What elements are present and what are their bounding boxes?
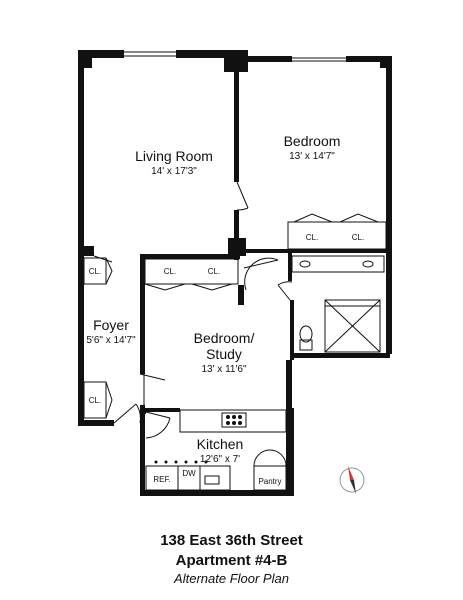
kitchen-label: Kitchen <box>197 436 244 452</box>
window-lines <box>124 51 346 433</box>
dishwasher-label: DW <box>182 469 196 478</box>
walls <box>78 50 392 496</box>
refrigerator-label: REF. <box>153 475 170 484</box>
pantry-label: Pantry <box>258 477 281 486</box>
foyer-dims: 5'6" x 14'7" <box>86 335 136 346</box>
bathroom-fixtures <box>291 255 385 353</box>
plan-subtitle: Alternate Floor Plan <box>174 571 289 586</box>
closet-label-study-left: CL. <box>164 267 176 276</box>
bedroom-label: Bedroom <box>284 133 341 149</box>
bedroom-dims: 13' x 14'7" <box>289 151 335 162</box>
bedroom-study-label-line1: Bedroom/ <box>194 330 255 346</box>
kitchen-counter-marks <box>154 460 208 464</box>
foyer-label: Foyer <box>93 317 129 333</box>
living-room-dims: 14' x 17'3" <box>151 166 197 177</box>
stove-burners <box>226 415 242 425</box>
closet-label-bedroom-right: CL. <box>352 233 364 242</box>
closet-label-study-right: CL. <box>208 267 220 276</box>
closets <box>83 213 387 419</box>
bedroom-study-label-line2: Study <box>206 346 242 362</box>
compass-icon <box>339 466 365 494</box>
bedroom-study-dims: 13' x 11'6" <box>202 364 247 375</box>
living-room-label: Living Room <box>135 148 213 164</box>
apartment-number: Apartment #4-B <box>175 552 288 569</box>
address-title: 138 East 36th Street <box>160 532 303 549</box>
doors <box>93 181 293 439</box>
floor-plan: Living Room 14' x 17'3" Bedroom 13' x 14… <box>78 50 392 496</box>
closet-label-bedroom-left: CL. <box>306 233 318 242</box>
closet-label-foyer-bottom: CL. <box>89 396 101 405</box>
closet-label-foyer-top: CL. <box>89 267 101 276</box>
kitchen-dims: 12'6" x 7' <box>200 454 240 465</box>
